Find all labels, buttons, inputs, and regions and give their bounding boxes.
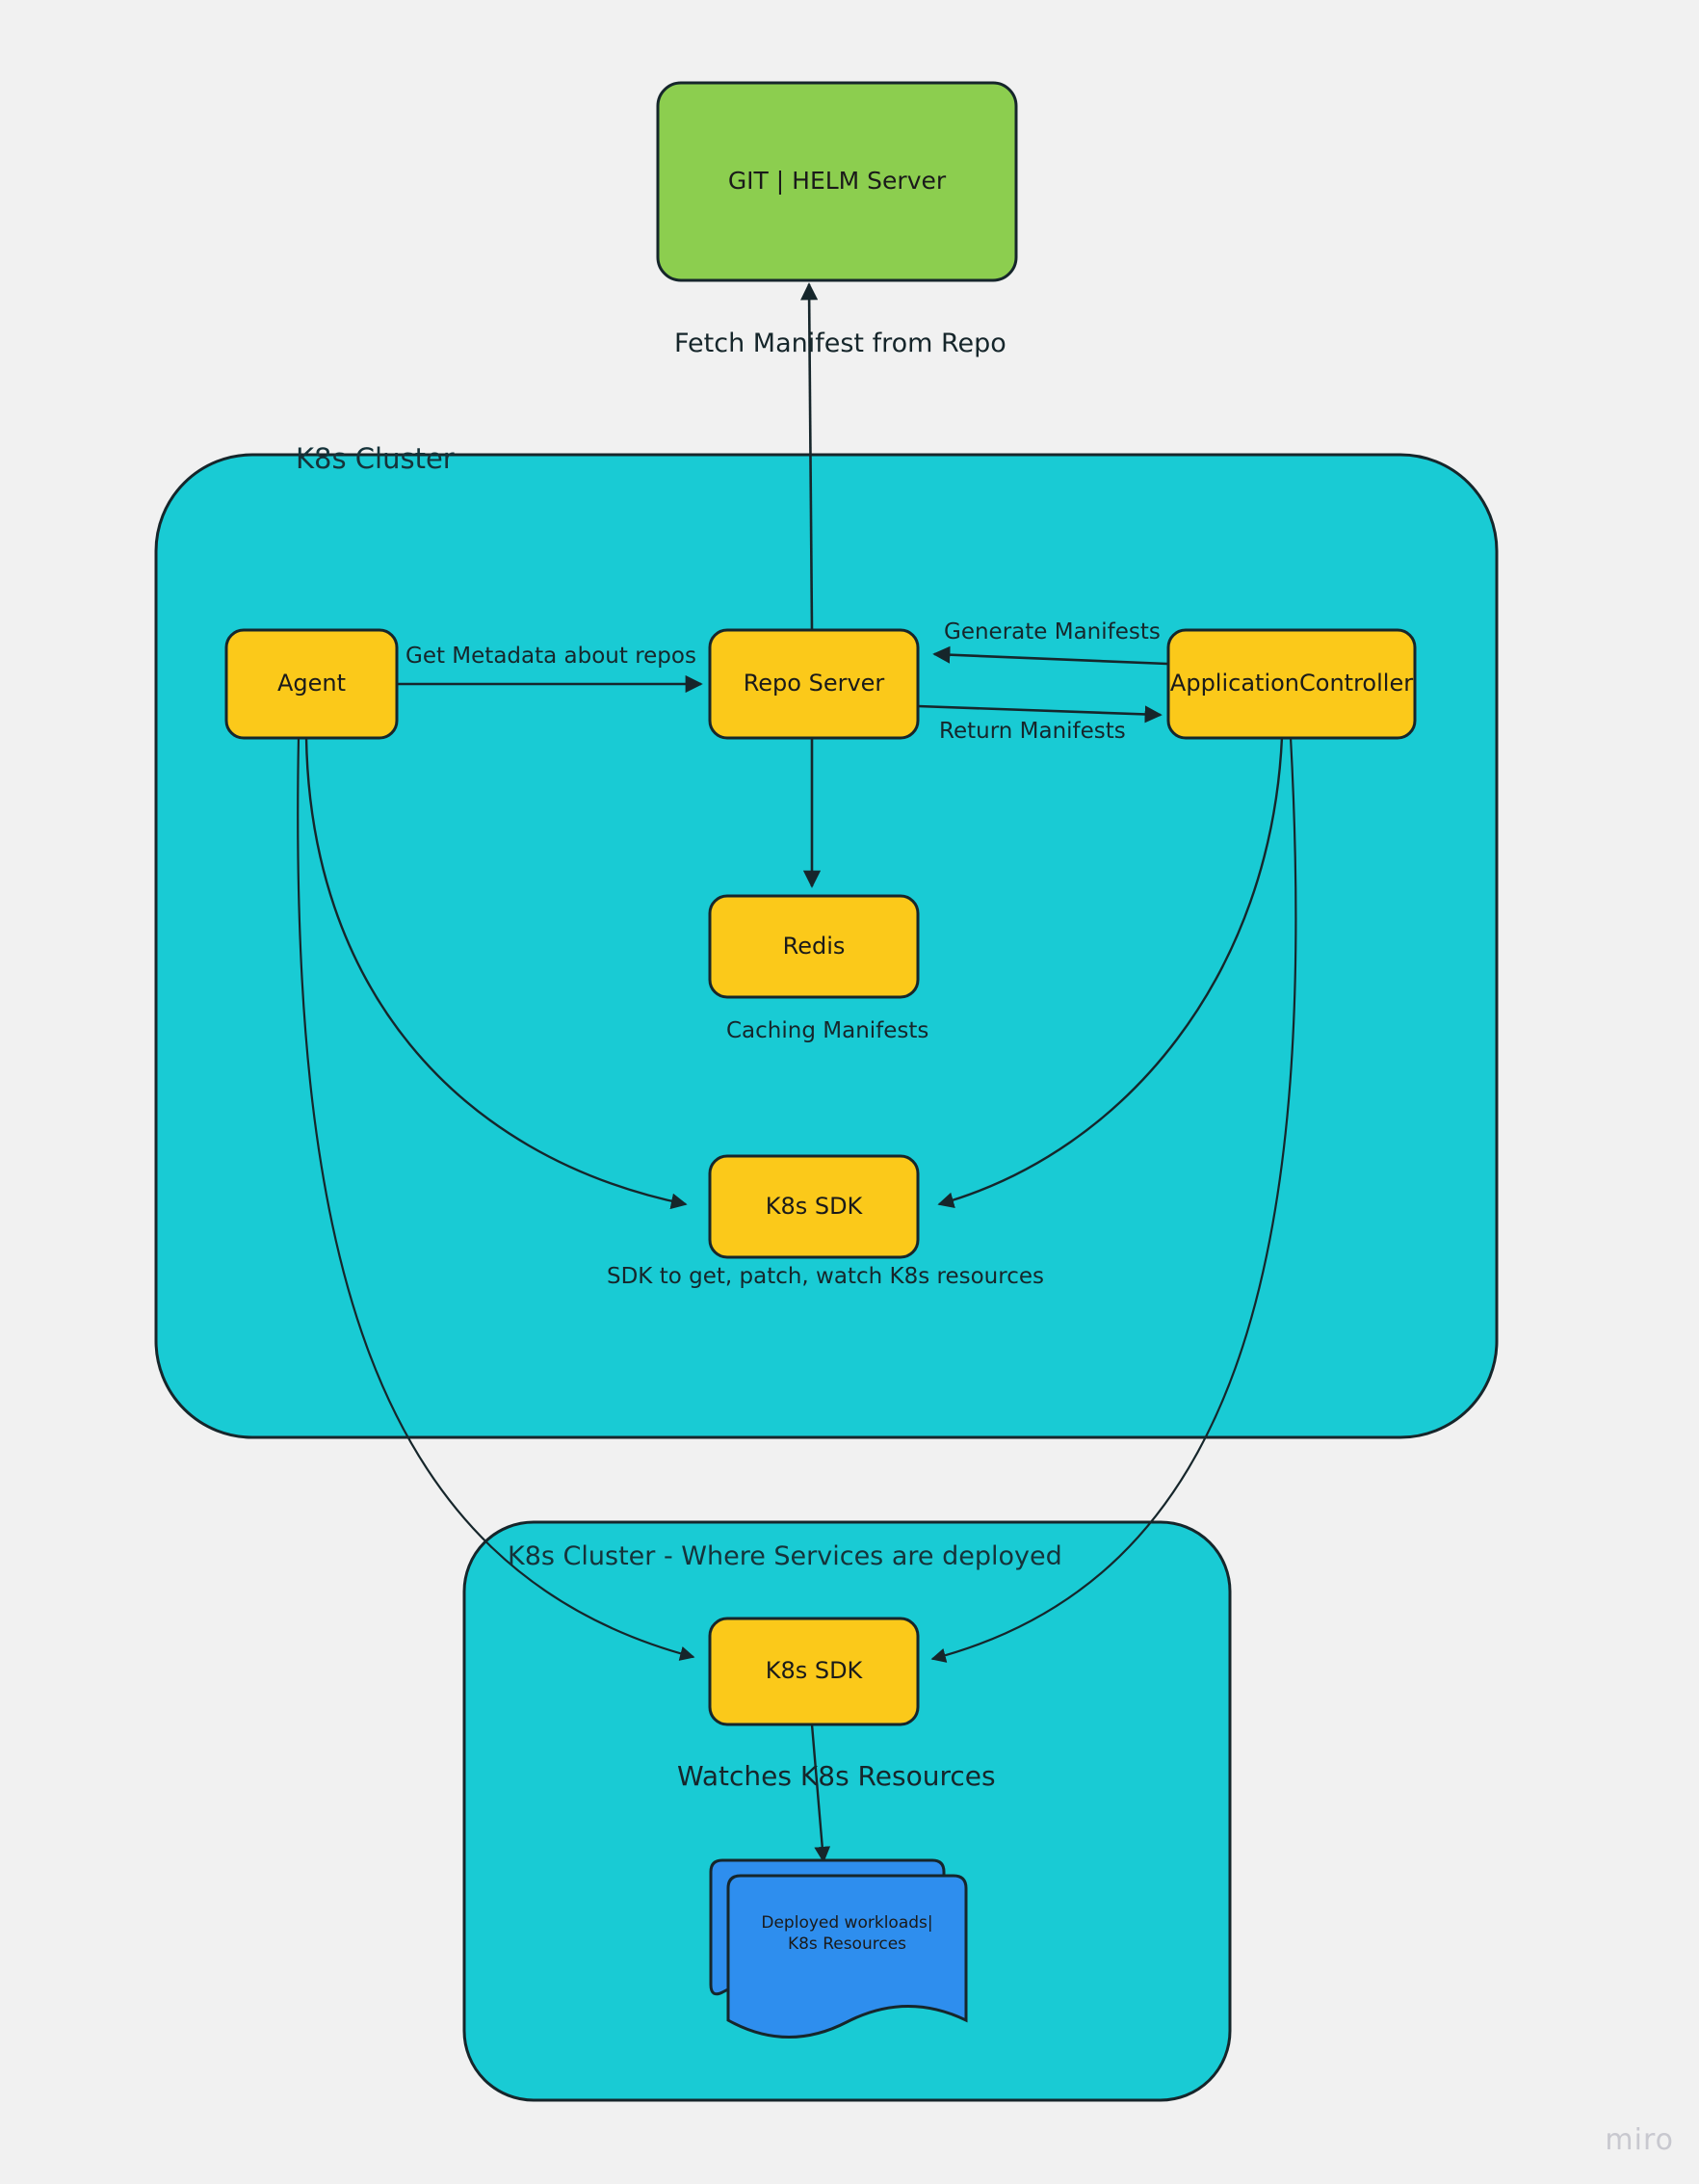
- edge-label-caching-manifests: Caching Manifests: [726, 1018, 929, 1043]
- edge-appcontroller-to-k8s-sdk: [937, 736, 1284, 1208]
- node-git-helm-server[interactable]: [656, 81, 1018, 282]
- node-redis[interactable]: [708, 894, 920, 999]
- edge-label-get-metadata: Get Metadata about repos: [405, 644, 696, 669]
- node-deployed-workloads[interactable]: [726, 1874, 968, 2039]
- node-agent[interactable]: [224, 628, 399, 740]
- edge-label-fetch-manifest: Fetch Manifest from Repo: [674, 329, 1006, 358]
- edge-label-generate-manifests: Generate Manifests: [944, 619, 1161, 645]
- edge-watches-k8s-resources: [810, 1724, 831, 1863]
- container-title-k8s-cluster: K8s Cluster: [296, 442, 455, 475]
- edge-appcontroller-to-remote-k8s-sdk: [930, 736, 1297, 1663]
- node-application-controller[interactable]: [1166, 628, 1417, 740]
- miro-watermark: miro: [1605, 2123, 1674, 2157]
- edge-generate-manifests: [932, 645, 1168, 666]
- edge-return-manifests: [917, 704, 1163, 724]
- node-k8s-sdk-top[interactable]: [708, 1154, 920, 1259]
- edge-fetch-manifest: [800, 282, 819, 632]
- node-repo-server[interactable]: [708, 628, 920, 740]
- container-k8s-cluster-services[interactable]: [462, 1520, 1232, 2102]
- edge-agent-to-remote-k8s-sdk: [297, 736, 695, 1661]
- edge-label-return-manifests: Return Manifests: [939, 719, 1126, 744]
- container-title-k8s-cluster-services: K8s Cluster - Where Services are deploye…: [508, 1541, 1062, 1571]
- edge-label-sdk-description: SDK to get, patch, watch K8s resources: [607, 1264, 1044, 1289]
- edge-agent-to-k8s-sdk: [304, 736, 688, 1210]
- node-k8s-sdk-bottom[interactable]: [708, 1617, 920, 1726]
- edge-label-watches-k8s-resources: Watches K8s Resources: [677, 1760, 996, 1792]
